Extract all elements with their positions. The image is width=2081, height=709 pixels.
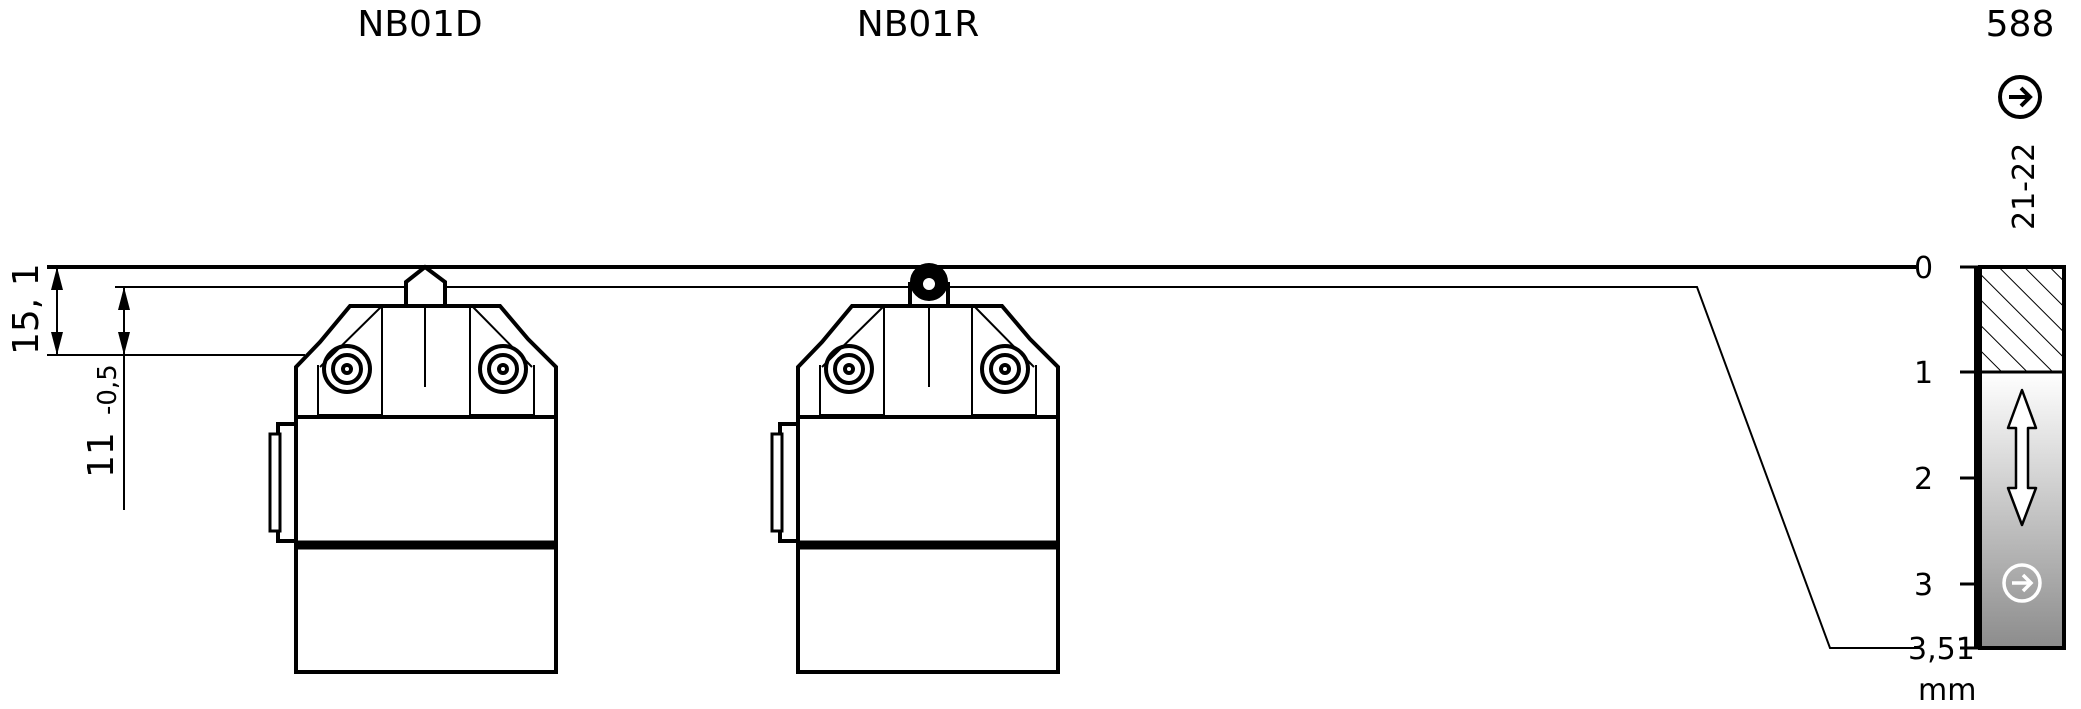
scale-tick-3: 3 [1914,568,1933,603]
dimension-label-overall: 15, 1 [6,263,47,355]
scale-tick-0: 0 [1914,251,1933,286]
switch-nb01d [268,264,558,674]
model-label-nb01r: NB01R [857,4,979,45]
double-arrow-vertical-icon [2006,388,2038,527]
travel-line [115,286,1920,649]
dimension-label-tolerance: -0,5 [93,364,123,415]
scale-unit: mm [1918,673,1976,708]
circled-arrow-right-icon [2002,563,2042,603]
dimension-label-actuator: 11 [81,432,122,478]
code-label: 588 [1986,4,2055,45]
travel-scale [1960,265,2066,650]
switch-nb01r [770,263,1060,674]
contacts-label: 21-22 [2007,143,2042,230]
dimension-11 [118,287,130,510]
model-label-nb01d: NB01D [357,4,482,45]
scale-tick-end: 3,51 [1908,632,1975,667]
scale-tick-1: 1 [1914,356,1933,391]
scale-tick-2: 2 [1914,462,1933,497]
circled-arrow-right-icon [1998,75,2042,119]
dimension-15-1 [47,267,305,356]
